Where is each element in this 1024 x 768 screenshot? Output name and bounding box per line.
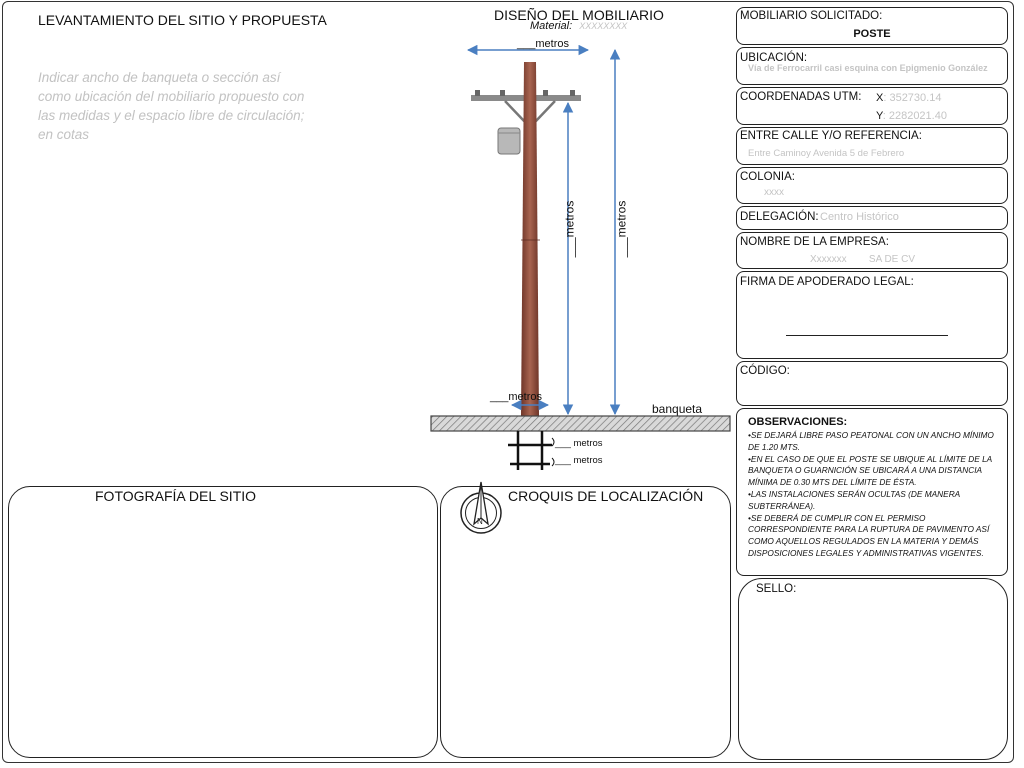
sello-box[interactable] xyxy=(738,578,1008,760)
firma-label: FIRMA DE APODERADO LEGAL: xyxy=(740,276,914,288)
empresa-label: NOMBRE DE LA EMPRESA: xyxy=(740,236,889,248)
base-width-label: ___metros xyxy=(490,391,542,403)
observaciones-list: •SE DEJARÁ LIBRE PASO PEATONAL CON UN AN… xyxy=(748,430,1004,560)
utm-x: X: 352730.14 xyxy=(876,92,941,104)
material-label: Material: xyxy=(530,20,573,32)
observaciones-title: OBSERVACIONES: xyxy=(748,416,848,428)
pole-height-label: ___metros xyxy=(562,200,577,258)
photo-box[interactable] xyxy=(8,486,438,758)
utm-field[interactable] xyxy=(736,87,1008,125)
sketch-title: CROQUIS DE LOCALIZACIÓN xyxy=(508,488,704,504)
utm-y-value: : 2282021.40 xyxy=(882,110,947,122)
signature-line xyxy=(786,335,948,336)
colonia-value: xxxx xyxy=(764,187,784,198)
photo-title: FOTOGRAFÍA DEL SITIO xyxy=(95,488,257,504)
foundation xyxy=(508,431,552,470)
transformer xyxy=(497,127,521,155)
codigo-label: CÓDIGO: xyxy=(740,365,790,377)
material-line: Material: XXXXXXXX xyxy=(530,20,627,32)
calle-value: Entre Caminoy Avenida 5 de Febrero xyxy=(748,148,905,159)
top-width-label: ___metros xyxy=(517,38,569,50)
calle-label: ENTRE CALLE Y/O REFERENCIA: xyxy=(740,130,922,142)
observacion-item: •SE DEBERÁ DE CUMPLIR CON EL PERMISO COR… xyxy=(748,512,990,558)
sidewalk xyxy=(430,415,731,432)
north-arrow-icon: N xyxy=(460,481,502,534)
depth-label-2: ___ metros xyxy=(555,455,603,466)
ubicacion-field[interactable] xyxy=(736,47,1008,85)
delegacion-value: Centro Histórico xyxy=(820,211,899,223)
delegacion-label: DELEGACIÓN: xyxy=(740,211,819,223)
colonia-field[interactable] xyxy=(736,167,1008,204)
colonia-label: COLONIA: xyxy=(740,171,795,183)
ubicacion-value: Vía de Ferrocarril casi esquina con Epig… xyxy=(748,63,988,73)
mobiliario-value: POSTE xyxy=(853,28,891,40)
sidewalk-label: banqueta xyxy=(652,402,703,416)
mobiliario-label: MOBILIARIO SOLICITADO: xyxy=(740,10,883,22)
material-value: XXXXXXXX xyxy=(579,21,628,31)
codigo-field[interactable] xyxy=(736,361,1008,406)
depth-label-1: ___ metros xyxy=(555,438,603,449)
utm-x-value: : 352730.14 xyxy=(883,92,942,104)
observaciones-box xyxy=(736,408,1008,576)
empresa-field[interactable] xyxy=(736,232,1008,269)
sello-label: SELLO: xyxy=(756,583,797,595)
calle-field[interactable] xyxy=(736,127,1008,165)
design-title: DISEÑO DEL MOBILIARIO xyxy=(494,7,664,23)
svg-text:N: N xyxy=(477,517,483,526)
firma-field[interactable] xyxy=(736,271,1008,359)
utm-y-label: Y xyxy=(876,110,883,122)
utm-x-label: X xyxy=(876,92,884,104)
survey-title: LEVANTAMIENTO DEL SITIO Y PROPUESTA xyxy=(38,12,327,28)
empresa-value: Xxxxxxx SA DE CV xyxy=(810,254,916,265)
observacion-item: •EN EL CASO DE QUE EL POSTE SE UBIQUE AL… xyxy=(748,453,992,488)
utm-y: Y: 2282021.40 xyxy=(876,110,947,122)
total-height-label: ___metros xyxy=(614,200,629,258)
mobiliario-field[interactable] xyxy=(736,7,1008,45)
ubicacion-label: UBICACIÓN: xyxy=(740,52,808,64)
survey-instructions: Indicar ancho de banqueta o sección así … xyxy=(38,70,305,142)
observacion-item: •SE DEJARÁ LIBRE PASO PEATONAL CON UN AN… xyxy=(748,430,994,452)
pole xyxy=(521,62,539,416)
delegacion-field[interactable] xyxy=(736,206,1008,230)
observacion-item: •LAS INSTALACIONES SERÁN OCULTAS (DE MAN… xyxy=(748,488,960,511)
utm-label: COORDENADAS UTM: xyxy=(740,91,862,103)
